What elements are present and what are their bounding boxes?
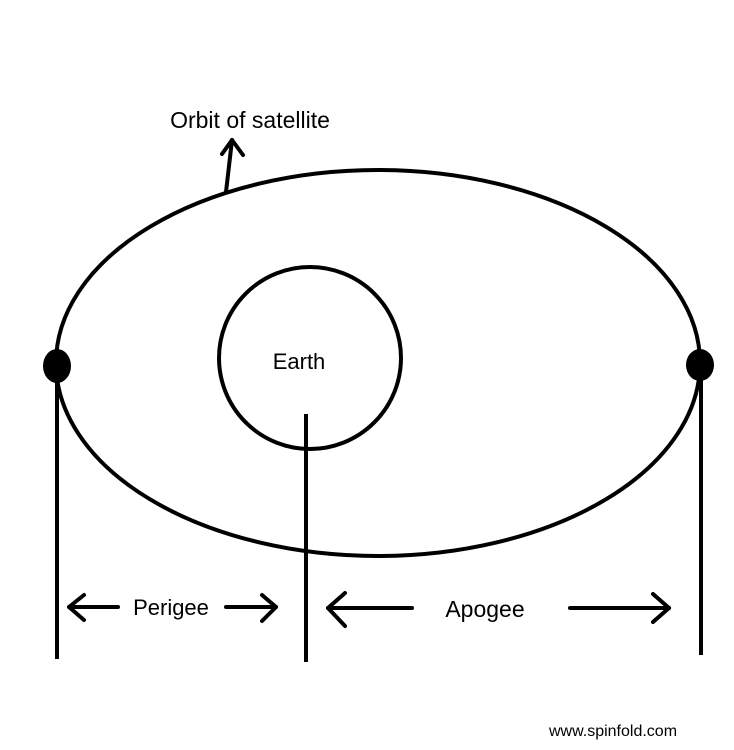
apogee-left-arrow <box>326 591 414 628</box>
satellite-orbit <box>54 168 702 558</box>
orbit-label-arrow <box>220 138 245 194</box>
earth-circle <box>217 265 403 451</box>
satellite-perigee-dot <box>43 349 71 383</box>
satellite-apogee-dot <box>686 349 714 381</box>
apogee-label: Apogee <box>445 596 524 622</box>
perigee-label: Perigee <box>133 595 209 620</box>
perigee-left-arrow <box>67 593 120 622</box>
watermark: www.spinfold.com <box>548 723 677 740</box>
apogee-right-arrow <box>568 592 671 624</box>
earth-label: Earth <box>273 349 326 374</box>
perigee-right-arrow <box>224 593 278 623</box>
orbit-label: Orbit of satellite <box>170 107 330 133</box>
